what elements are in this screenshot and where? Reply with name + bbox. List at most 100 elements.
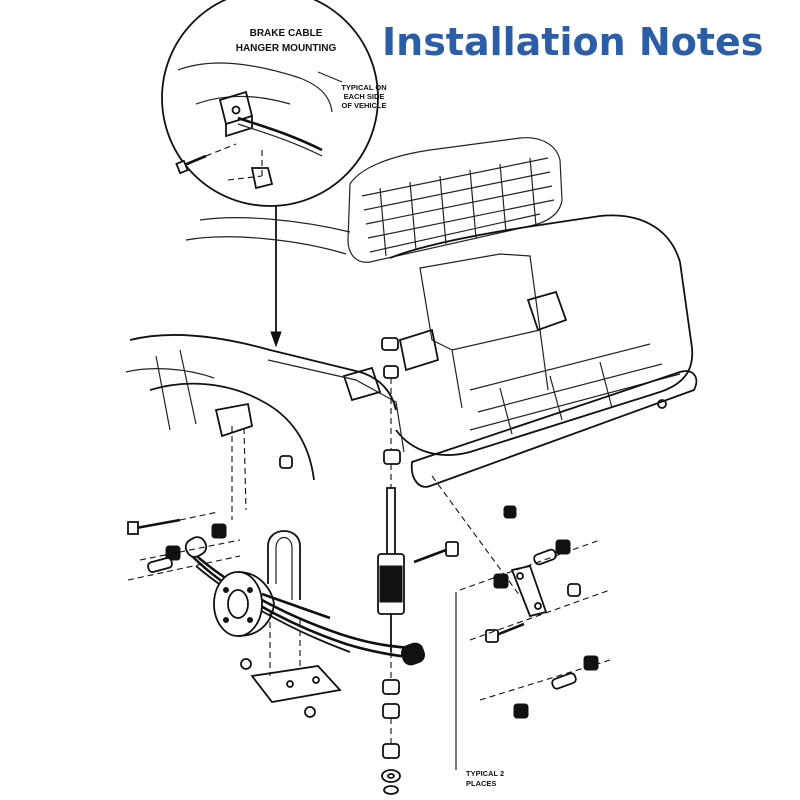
bed-inner-panel: [419, 253, 541, 351]
callout-assembly-path: [227, 150, 263, 181]
shock-bushing-upper: [383, 365, 399, 379]
shackle-sleeve-lower: [551, 672, 577, 690]
shock-mount-bracket: [398, 328, 440, 372]
u-bolt-icon: [267, 530, 301, 600]
shackle-assembly-path: [459, 539, 611, 701]
shock-rod-icon: [386, 487, 396, 557]
spring-eye-rear: [400, 642, 426, 666]
hanger-assembly-path: [139, 539, 241, 561]
frame-bracket-left: [214, 402, 254, 438]
shackle-hole: [534, 602, 542, 610]
callout-note-line3: OF VEHICLE: [341, 101, 386, 110]
shackle-bushing-bottom: [513, 703, 529, 719]
axle-tube: [261, 592, 331, 620]
callout-panel-edge: [177, 62, 333, 113]
bed-floor-ribs: [469, 343, 681, 431]
callout-heading-line2: HANGER MOUNTING: [236, 43, 337, 54]
wheel-well-arch: [149, 382, 315, 481]
wheel-hub-icon: [213, 571, 263, 637]
brake-cable-edge: [237, 123, 323, 157]
shackle-nut: [503, 505, 517, 519]
leaf-spring-icon: [185, 545, 421, 650]
callout-heading-line1: BRAKE CABLE: [250, 28, 323, 39]
fender-top: [129, 334, 397, 411]
callout-note-line2: EACH SIDE: [344, 92, 385, 101]
lug-stud: [223, 587, 229, 593]
callout-note-line1: TYPICAL ON: [341, 83, 386, 92]
nut-icon: [383, 785, 399, 795]
rear-shackle-hardware: [413, 475, 611, 770]
u-bolt-inner: [275, 536, 293, 600]
shock-bushing-lower: [382, 679, 400, 695]
places-note-line1: TYPICAL 2: [466, 769, 504, 778]
shock-bushing-bottom: [382, 703, 400, 719]
shackle-bolt-head: [445, 541, 459, 557]
places-note-line2: PLACES: [466, 779, 496, 788]
callout-bolt-path: [205, 143, 237, 157]
hanger-bracket-path: [231, 426, 247, 520]
bracket-hole: [231, 105, 241, 115]
bed-floor-cross: [499, 361, 613, 435]
fender-ribs: [155, 349, 197, 431]
leaf-spring-assembly: [184, 530, 426, 718]
shock-body-shade: [379, 565, 403, 603]
bumper-bolt: [657, 399, 667, 409]
callout-bolt-head: [175, 159, 189, 175]
fender-line: [125, 368, 215, 379]
lug-stud: [223, 617, 229, 623]
washer-hole: [387, 773, 395, 779]
rear-bumper: [410, 370, 698, 488]
body-sketch-lines: [185, 217, 351, 255]
plate-hole: [312, 676, 320, 684]
hub-center: [227, 589, 249, 619]
cart-bed-outline: [389, 214, 694, 456]
hanger-sleeve: [147, 557, 173, 573]
hanger-assembly-path: [127, 555, 241, 581]
seat-basket-grid: [361, 157, 555, 257]
shackle-bushing: [493, 573, 509, 589]
brake-cable-icon: [237, 116, 323, 152]
bolt-path: [179, 511, 219, 521]
lug-stud: [247, 587, 253, 593]
arrow-head: [270, 331, 282, 348]
callout-leader-line: [317, 71, 343, 83]
frame-bracket-right: [526, 290, 568, 332]
frame-bracket-center: [342, 366, 382, 402]
spring-eye-front: [184, 536, 208, 558]
u-bolt-nut: [240, 658, 252, 670]
shock-bushing-middle: [383, 449, 401, 465]
plate-hole: [286, 680, 294, 688]
frame-rail: [267, 359, 405, 453]
bolt-head: [127, 521, 139, 535]
lug-stud: [247, 617, 253, 623]
brake-cable-callout: BRAKE CABLE HANGER MOUNTING TYPICAL ON E…: [161, 0, 387, 348]
shock-bushing-top: [381, 337, 399, 351]
nut-icon-left: [279, 455, 293, 469]
bushing-icon: [382, 743, 400, 759]
shackle-bushing: [555, 539, 571, 555]
bed-inner-walls: [451, 329, 549, 409]
shackle-nut-2: [567, 583, 581, 597]
golf-cart-body: [125, 137, 698, 488]
shock-absorber-assembly: [377, 337, 405, 795]
spring-plate-icon: [250, 665, 342, 703]
shackle-bolt: [413, 548, 447, 564]
hub-drum: [237, 571, 275, 637]
callout-panel-fold: [195, 95, 291, 105]
u-bolt-nut: [304, 706, 316, 718]
callout-clip-icon: [250, 167, 274, 190]
shackle-hole: [516, 572, 524, 580]
shackle-bolt-lower: [493, 622, 525, 638]
leaf-spring-leaf3: [195, 565, 351, 653]
shackle-sleeve: [533, 548, 557, 566]
front-hanger-hardware: [127, 426, 293, 581]
u-bolt-path: [269, 612, 301, 676]
callout-circle: [161, 0, 379, 207]
seat-basket-outline: [347, 137, 563, 263]
bolt-icon: [135, 518, 181, 530]
washer-icon: [381, 769, 401, 783]
hanger-bushing: [211, 523, 227, 539]
page-title: Installation Notes: [382, 20, 764, 64]
